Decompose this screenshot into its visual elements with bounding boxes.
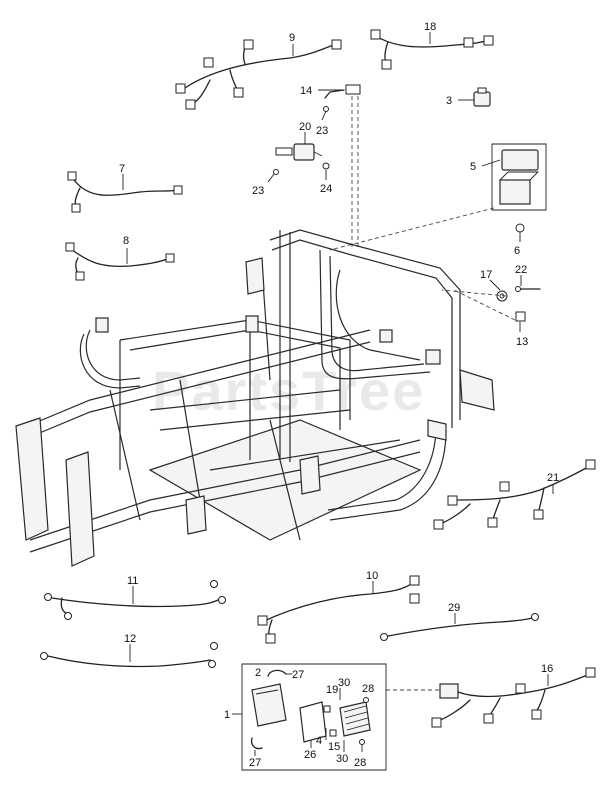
callout-1: 1 — [224, 709, 230, 721]
wire-harness-11[interactable] — [44, 580, 226, 620]
callout-8: 8 — [123, 235, 129, 247]
callout-29: 29 — [448, 602, 460, 614]
controller-module-part-2[interactable] — [251, 683, 287, 727]
plug-part-28-top[interactable] — [363, 697, 369, 703]
callout-21: 21 — [547, 472, 559, 484]
wire-harness-16[interactable] — [431, 667, 596, 728]
wire-harness-29[interactable] — [380, 613, 539, 641]
nut-part-6[interactable] — [515, 223, 525, 242]
callout-23-mid: 23 — [252, 185, 264, 197]
callout-9: 9 — [289, 32, 295, 44]
callout-16: 16 — [541, 663, 553, 675]
callout-20: 20 — [299, 121, 311, 133]
wire-harness-7[interactable] — [67, 171, 183, 213]
callout-30-top: 30 — [338, 677, 350, 689]
wire-harness-8[interactable] — [65, 242, 175, 281]
screw-part-23-top[interactable] — [321, 106, 329, 121]
relay-part-3[interactable] — [473, 87, 491, 107]
nut-part-24[interactable] — [322, 162, 330, 180]
switch-part-20[interactable] — [275, 143, 323, 161]
sensor-part-13[interactable] — [515, 311, 526, 332]
callout-23-top: 23 — [316, 125, 328, 137]
wire-harness-18[interactable] — [370, 29, 494, 70]
callout-26: 26 — [304, 749, 316, 761]
callout-14: 14 — [300, 85, 312, 97]
callout-4: 4 — [316, 735, 322, 747]
pin-part-19[interactable] — [323, 705, 331, 713]
clip-part-27-top[interactable] — [267, 669, 287, 677]
wire-harness-10[interactable] — [257, 575, 420, 644]
fuse-box-part-5[interactable] — [491, 143, 547, 211]
callout-15: 15 — [328, 741, 340, 753]
callout-18: 18 — [424, 21, 436, 33]
callout-3: 3 — [446, 95, 452, 107]
callout-5: 5 — [470, 161, 476, 173]
callout-13: 13 — [516, 336, 528, 348]
callout-6: 6 — [514, 245, 520, 257]
screw-part-22[interactable] — [515, 286, 541, 292]
callout-12: 12 — [124, 633, 136, 645]
clip-part-27-bottom[interactable] — [250, 737, 263, 750]
callout-22: 22 — [515, 264, 527, 276]
callout-28-bottom: 28 — [354, 757, 366, 769]
watermark-text: PartsTree — [152, 359, 425, 422]
wire-harness-12[interactable] — [40, 642, 218, 668]
callout-24: 24 — [320, 183, 332, 195]
chassis-frame — [15, 229, 495, 567]
wire-harness-9[interactable] — [175, 39, 342, 110]
callout-28-top: 28 — [362, 683, 374, 695]
connector-part-14[interactable] — [324, 84, 361, 99]
callout-30-bottom: 30 — [336, 753, 348, 765]
callout-17: 17 — [480, 269, 492, 281]
controller-kit-box[interactable] — [241, 663, 387, 771]
seal-part-15[interactable] — [329, 729, 337, 737]
screw-part-23-mid[interactable] — [267, 169, 279, 183]
callout-27-top: 27 — [292, 669, 304, 681]
connector-block[interactable] — [339, 701, 371, 737]
wire-harness-21[interactable] — [433, 459, 596, 530]
callout-2: 2 — [255, 667, 261, 679]
callout-27-bottom: 27 — [249, 757, 261, 769]
callout-7: 7 — [119, 163, 125, 175]
plug-part-28-bottom[interactable] — [359, 739, 365, 753]
callout-11: 11 — [127, 575, 138, 587]
callout-19: 19 — [326, 684, 338, 696]
callout-10: 10 — [366, 570, 378, 582]
